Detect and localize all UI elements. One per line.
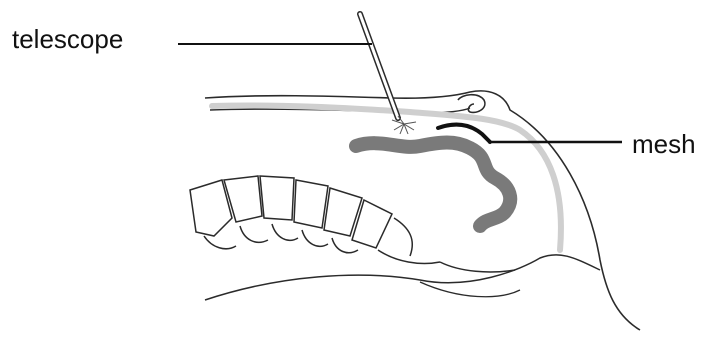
pelvic-floor-line bbox=[420, 282, 520, 297]
telescope-label: telescope bbox=[12, 26, 123, 52]
bowel bbox=[356, 143, 510, 227]
peritoneum-line bbox=[212, 105, 561, 250]
spine bbox=[190, 176, 515, 272]
mesh-label: mesh bbox=[632, 131, 696, 157]
abdominal-skin-outline bbox=[205, 91, 640, 330]
telescope bbox=[360, 14, 398, 118]
lower-body-contour bbox=[205, 255, 600, 300]
